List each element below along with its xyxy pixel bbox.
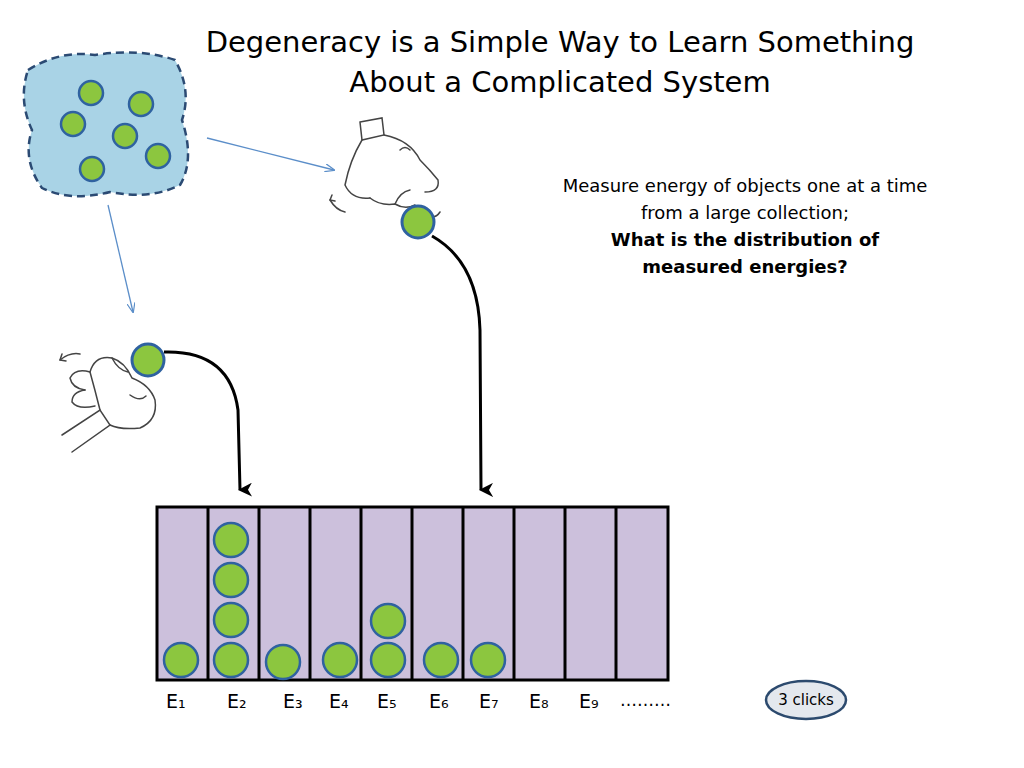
energy-label: E₄ <box>329 690 349 712</box>
throw-path <box>164 352 240 490</box>
throw-path <box>432 236 481 490</box>
node-text-group: 3 clicks <box>764 679 848 709</box>
energy-label: E₇ <box>479 690 499 712</box>
ellipsis-label: ……… <box>620 690 671 710</box>
question-text: What is the distribution of measured ene… <box>568 226 922 280</box>
measured-balls <box>164 523 505 679</box>
clicks-ellipse: 3 clicks <box>764 679 848 721</box>
energy-label: E₈ <box>529 690 549 712</box>
energy-label: E₆ <box>429 690 449 712</box>
thrown-ball <box>402 206 434 238</box>
energy-label: E₅ <box>377 690 397 712</box>
energy-bins <box>157 507 668 680</box>
pick-arrow <box>108 205 133 312</box>
thrown-ball <box>132 344 164 376</box>
energy-label: E₁ <box>166 690 186 712</box>
bin-dividers <box>208 507 616 680</box>
note-text: Measure energy of objects one at a time … <box>548 172 942 226</box>
energy-label: E₉ <box>579 690 599 712</box>
pick-arrow <box>207 138 334 170</box>
energy-label: E₂ <box>227 690 247 712</box>
node-text: 3 clicks <box>764 691 848 709</box>
hand-sketch <box>330 118 440 217</box>
collection-balls <box>61 81 170 181</box>
collection-blob <box>24 52 188 196</box>
energy-label: E₃ <box>283 690 303 712</box>
title: Degeneracy is a Simple Way to Learn Some… <box>205 22 915 102</box>
